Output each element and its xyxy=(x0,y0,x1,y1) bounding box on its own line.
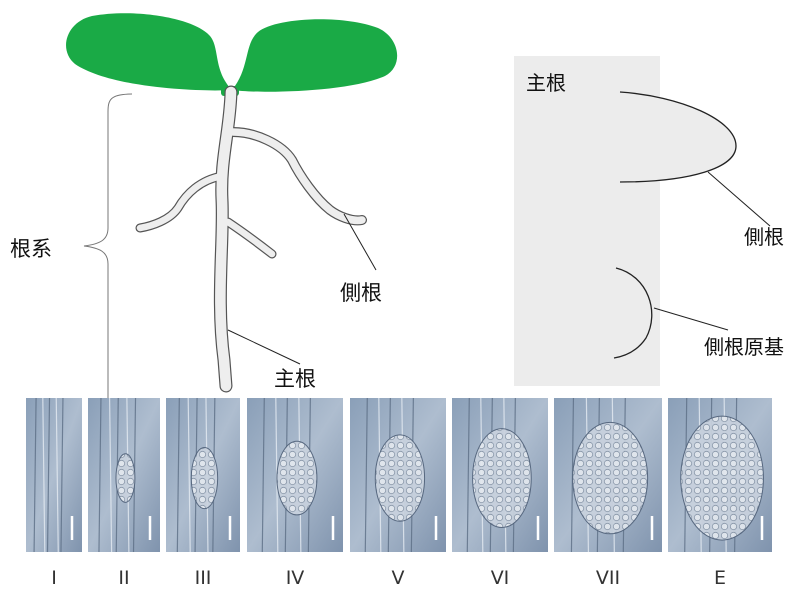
primordium-cells xyxy=(116,454,135,503)
micrograph-panel-3: III xyxy=(166,398,240,589)
primordium-cells xyxy=(277,441,317,515)
primordium-cells xyxy=(375,435,424,521)
lateral-root-label: 側根 xyxy=(340,281,382,305)
primordium-cells xyxy=(473,429,532,528)
section-lateral-root-leader xyxy=(708,172,770,226)
main-root-leader xyxy=(228,330,300,364)
stage-label: E xyxy=(714,567,726,589)
root-system-label: 根系 xyxy=(10,237,52,261)
root-system-bracket xyxy=(84,94,132,398)
stage-label: VII xyxy=(596,567,620,589)
root-system xyxy=(140,92,362,386)
cotyledon-left xyxy=(66,13,232,90)
lateral-root-small-fill xyxy=(228,222,272,254)
micrograph-panel-6: VI xyxy=(452,398,548,589)
primordium-cells xyxy=(681,416,764,540)
micrograph-panel-4: IV xyxy=(247,398,343,589)
cotyledon-right xyxy=(232,19,397,91)
main-root-fill xyxy=(220,92,231,386)
lateral-root-right-fill xyxy=(233,132,362,220)
micrograph-panel-7: VII xyxy=(554,398,662,589)
lateral-root-outline xyxy=(620,92,736,182)
section-lateral-root-label: 側根 xyxy=(744,225,784,249)
stage-label: III xyxy=(195,567,212,589)
primordium-label: 側根原基 xyxy=(704,335,784,359)
primordium-leader xyxy=(654,308,728,330)
section-main-root-label: 主根 xyxy=(526,71,566,95)
seedling-diagram: 根系 側根 主根 xyxy=(10,13,397,398)
stage-label: IV xyxy=(286,567,305,589)
primordium-cells xyxy=(191,448,217,509)
micrograph-panel-8: E xyxy=(668,398,772,589)
micrograph-panel-2: II xyxy=(88,398,160,589)
micrograph-panel-1: I xyxy=(26,398,82,589)
primordium-cells xyxy=(573,422,648,533)
main-root-label: 主根 xyxy=(274,367,316,391)
micrograph-panel-5: V xyxy=(350,398,446,589)
section-diagram: 主根 側根 側根原基 xyxy=(514,56,784,386)
stage-label: II xyxy=(118,567,129,589)
stage-label: VI xyxy=(491,567,510,589)
stage-label: I xyxy=(51,567,57,589)
stage-label: V xyxy=(392,567,405,589)
